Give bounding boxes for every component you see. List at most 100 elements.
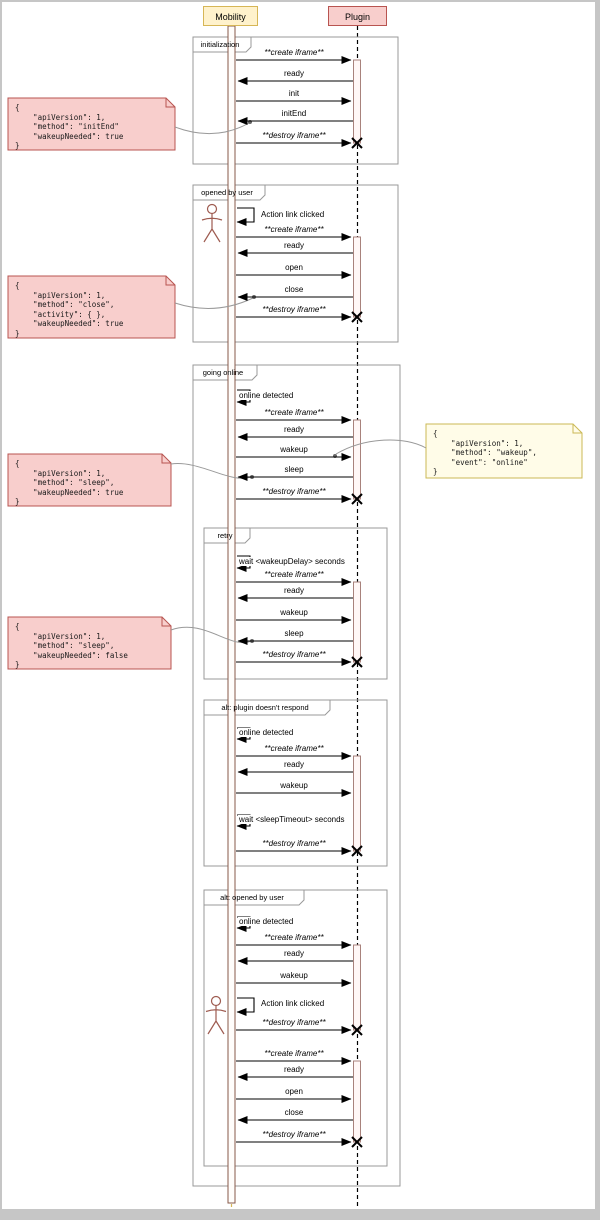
note-fold-icon (161, 617, 171, 627)
message-label: ready (283, 1065, 305, 1074)
message-label: ready (283, 949, 305, 958)
note-sleep-true[interactable] (7, 453, 172, 507)
message-label: **destroy iframe** (262, 1130, 326, 1139)
message-label: **destroy iframe** (262, 487, 326, 496)
plugin-activation (353, 581, 361, 663)
message-label: sleep (284, 465, 304, 474)
plugin-activation (353, 1060, 361, 1143)
message-label: open (285, 263, 303, 272)
note-connector (335, 439, 427, 455)
note-fold-icon (165, 98, 175, 108)
message-label: initEnd (281, 109, 307, 118)
self-message-loop (236, 207, 255, 226)
frame-label-initialization: initialization (200, 40, 240, 49)
destroy-x-icon (351, 493, 363, 505)
message-label: init (288, 89, 300, 98)
message-label: ready (283, 425, 305, 434)
participant-plugin[interactable]: Plugin (328, 6, 387, 26)
message-label: ready (283, 586, 305, 595)
frame-opened-by-user (192, 184, 399, 343)
message-label: wakeup (280, 781, 308, 790)
frame-initialization (192, 36, 399, 165)
plugin-activation (353, 755, 361, 852)
self-message-label: Action link clicked (260, 210, 326, 219)
destroy-x-icon (351, 656, 363, 668)
frame-tab (192, 36, 252, 53)
frame-going-online (192, 364, 401, 1187)
note-fold-icon (161, 454, 171, 464)
self-message-label: wait <wakeupDelay> seconds (238, 557, 346, 566)
note-connector (170, 463, 252, 479)
plugin-activation (353, 419, 361, 500)
note-connector (174, 297, 254, 309)
frame-tab (192, 364, 258, 381)
message-label: **destroy iframe** (262, 839, 326, 848)
message-label: **destroy iframe** (262, 1018, 326, 1027)
participant-mobility[interactable]: Mobility (203, 6, 258, 26)
note-fold-icon (165, 276, 175, 286)
message-label: wakeup (280, 971, 308, 980)
destroy-markers (351, 137, 363, 1148)
note-sleep-false[interactable] (7, 616, 172, 670)
note-text-initend: { "apiVersion": 1, "method": "initEnd" "… (15, 103, 124, 150)
page-border-left (0, 0, 2, 1220)
plugin-activation (353, 944, 361, 1031)
note-close[interactable] (7, 275, 176, 339)
self-message-label: Action link clicked (260, 999, 326, 1008)
note-fold-icon (572, 424, 582, 434)
self-message-label: wait <sleepTimeout> seconds (238, 815, 346, 824)
message-label: **create iframe** (264, 408, 324, 417)
self-message-loop (236, 997, 255, 1016)
destroy-x-icon (351, 845, 363, 857)
note-text-sleep-true: { "apiVersion": 1, "method": "sleep", "w… (15, 459, 124, 506)
frame-label-alt-opened-by-user: alt: opened by user (220, 893, 284, 902)
destroy-x-icon (351, 311, 363, 323)
self-message-label: online detected (238, 391, 295, 400)
self-message-label: online detected (238, 728, 295, 737)
horizontal-scrollbar[interactable] (0, 1209, 600, 1220)
message-label: close (284, 285, 304, 294)
message-label: ready (283, 760, 305, 769)
message-label: ready (283, 69, 305, 78)
note-text-wakeup-online: { "apiVersion": 1, "method": "wakeup", "… (433, 429, 537, 476)
message-label: **create iframe** (264, 744, 324, 753)
message-label: **create iframe** (264, 225, 324, 234)
frame-label-opened-by-user: opened by user (201, 188, 253, 197)
destroy-x-icon (351, 137, 363, 149)
message-label: **create iframe** (264, 933, 324, 942)
destroy-x-icon (351, 1024, 363, 1036)
frame-retry (203, 527, 388, 680)
message-label: **create iframe** (264, 48, 324, 57)
destroy-x-icon (351, 1136, 363, 1148)
self-message-label: online detected (238, 917, 295, 926)
message-label: **destroy iframe** (262, 305, 326, 314)
page-border-top (0, 0, 600, 2)
message-label: ready (283, 241, 305, 250)
message-label: **create iframe** (264, 570, 324, 579)
note-connector (174, 122, 250, 135)
vertical-scrollbar[interactable] (595, 0, 600, 1220)
frame-label-alt-plugin-doesnt-respond: alt: plugin doesn't respond (221, 703, 309, 712)
frame-label-going-online: going online (202, 368, 244, 377)
note-wakeup-online[interactable] (425, 423, 583, 479)
user-actor-icon (205, 995, 227, 1035)
message-label: wakeup (280, 445, 308, 454)
plugin-activation (353, 59, 361, 144)
plugin-activation (353, 236, 361, 318)
mobility-activation-bar (227, 25, 236, 1204)
note-text-sleep-false: { "apiVersion": 1, "method": "sleep", "w… (15, 622, 128, 669)
message-label: **destroy iframe** (262, 650, 326, 659)
note-initend[interactable] (7, 97, 176, 151)
message-label: sleep (284, 629, 304, 638)
frame-tab (203, 527, 251, 544)
note-connector (170, 626, 252, 644)
frame-label-retry: retry (217, 531, 233, 540)
message-label: **create iframe** (264, 1049, 324, 1058)
note-text-close: { "apiVersion": 1, "method": "close", "a… (15, 281, 124, 338)
message-label: wakeup (280, 608, 308, 617)
message-label: close (284, 1108, 304, 1117)
message-label: **destroy iframe** (262, 131, 326, 140)
message-label: open (285, 1087, 303, 1096)
